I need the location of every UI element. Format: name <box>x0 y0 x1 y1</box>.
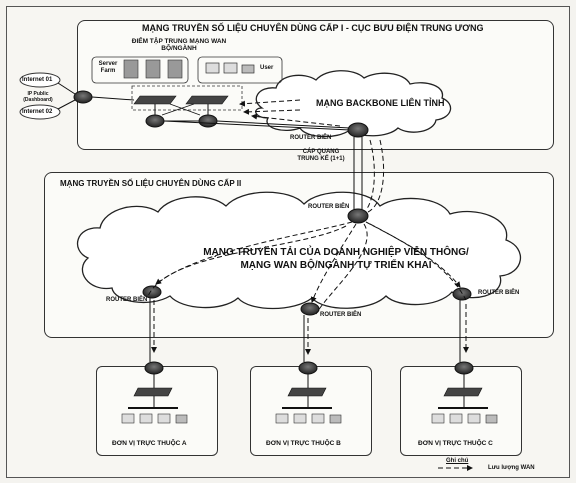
border-router-icon <box>452 287 472 301</box>
user-group <box>197 56 283 84</box>
server-icon <box>167 59 183 79</box>
monitor-icon <box>157 413 171 424</box>
fiber-trunk-line1: CÁP QUANG <box>302 149 340 155</box>
border-router-icon <box>142 285 162 299</box>
border-router-top-label: ROUTER BIÊN <box>308 204 350 210</box>
internet-cloud-icon <box>19 104 61 120</box>
user-label: User <box>260 65 274 71</box>
router-right-label: ROUTER BIÊN <box>478 290 520 296</box>
wan-traffic-paths <box>147 99 469 355</box>
transport-cloud <box>77 191 522 310</box>
transport-cloud-label: MẠNG TRUYỀN TẢI CỦA DOANH NGHIỆP VIỄN TH… <box>196 246 476 272</box>
switch-icon <box>133 387 173 397</box>
server-icon <box>123 59 139 79</box>
core-switch-icon <box>185 95 229 105</box>
transport-cloud-line1: MẠNG TRUYỀN TẢI CỦA DOANH NGHIỆP VIỄN TH… <box>203 247 469 258</box>
core-switch-group <box>131 85 243 111</box>
core-switch-icon <box>133 95 177 105</box>
monitor-icon <box>311 413 325 424</box>
fiber-trunk-line2: TRUNG KẾ (1+1) <box>297 156 345 162</box>
border-router-icon <box>347 208 369 224</box>
router-icon <box>144 361 164 375</box>
internet-router-icon <box>73 90 93 104</box>
backbone-cloud <box>255 70 452 138</box>
link-line <box>163 120 351 131</box>
link-line <box>216 120 351 129</box>
unit-a-devices <box>121 361 188 424</box>
link-line <box>161 103 195 116</box>
border-router-icon <box>347 122 369 138</box>
link-line <box>91 96 135 101</box>
server-farm-group <box>91 56 189 84</box>
link-line <box>169 103 201 116</box>
internet1-label: Internet 01 <box>22 77 53 83</box>
unit-c-devices <box>431 361 498 424</box>
level2-title: MẠNG TRUYỀN SỐ LIỆU CHUYÊN DÙNG CẤP II <box>60 179 242 188</box>
monitor-icon <box>467 413 481 424</box>
router-left-label: ROUTER BIÊN <box>106 297 148 303</box>
monitor-icon <box>293 413 307 424</box>
backbone-label: MẠNG BACKBONE LIÊN TỈNH <box>316 98 445 108</box>
hub-label-line1: ĐIỂM TẬP TRUNG MẠNG WAN <box>131 38 227 45</box>
monitor-icon <box>275 413 289 424</box>
router-icon <box>298 361 318 375</box>
server-icon <box>145 59 161 79</box>
fiber-trunk-label: CÁP QUANG TRUNG KẾ (1+1) <box>286 149 356 163</box>
link-line <box>57 99 76 110</box>
legend-traffic-label: Lưu lượng WAN <box>488 465 535 471</box>
ip-public-label: IP Public (Dashboard) <box>23 91 53 103</box>
monitor-icon <box>205 62 220 74</box>
printer-icon <box>485 414 498 424</box>
monitor-icon <box>431 413 445 424</box>
printer-icon <box>329 414 342 424</box>
printer-icon <box>175 414 188 424</box>
monitor-icon <box>121 413 135 424</box>
router-icon <box>454 361 474 375</box>
unit-b-label: ĐƠN VỊ TRỰC THUỘC B <box>266 440 341 447</box>
unit-b-devices <box>275 361 342 424</box>
transport-cloud-line2: MẠNG WAN BỘ/NGÀNH TỰ TRIỂN KHAI <box>240 260 432 271</box>
internet2-label: Internet 02 <box>22 109 53 115</box>
monitor-icon <box>139 413 153 424</box>
level1-title: MẠNG TRUYỀN SỐ LIỆU CHUYÊN DÙNG CẤP I - … <box>142 23 484 33</box>
router-icon <box>198 114 218 128</box>
unit-c-label: ĐƠN VỊ TRỰC THUỘC C <box>418 440 493 447</box>
border-router-label: ROUTER BIÊN <box>290 135 332 141</box>
internet-cloud-icon <box>19 72 61 88</box>
monitor-icon <box>223 62 238 74</box>
printer-icon <box>241 64 255 74</box>
hub-label-line2: BỘ/NGÀNH <box>161 45 197 52</box>
switch-icon <box>443 387 483 397</box>
unit-a-label: ĐƠN VỊ TRỰC THUỘC A <box>112 440 187 447</box>
monitor-icon <box>449 413 463 424</box>
link-line <box>57 82 76 95</box>
server-farm-label: Server Farm <box>98 61 118 74</box>
legend-title: Ghi chú <box>446 458 469 464</box>
switch-icon <box>287 387 327 397</box>
router-icon <box>145 114 165 128</box>
hub-label: ĐIỂM TẬP TRUNG MẠNG WAN BỘ/NGÀNH <box>124 38 234 52</box>
router-mid-label: ROUTER BIÊN <box>320 312 362 318</box>
